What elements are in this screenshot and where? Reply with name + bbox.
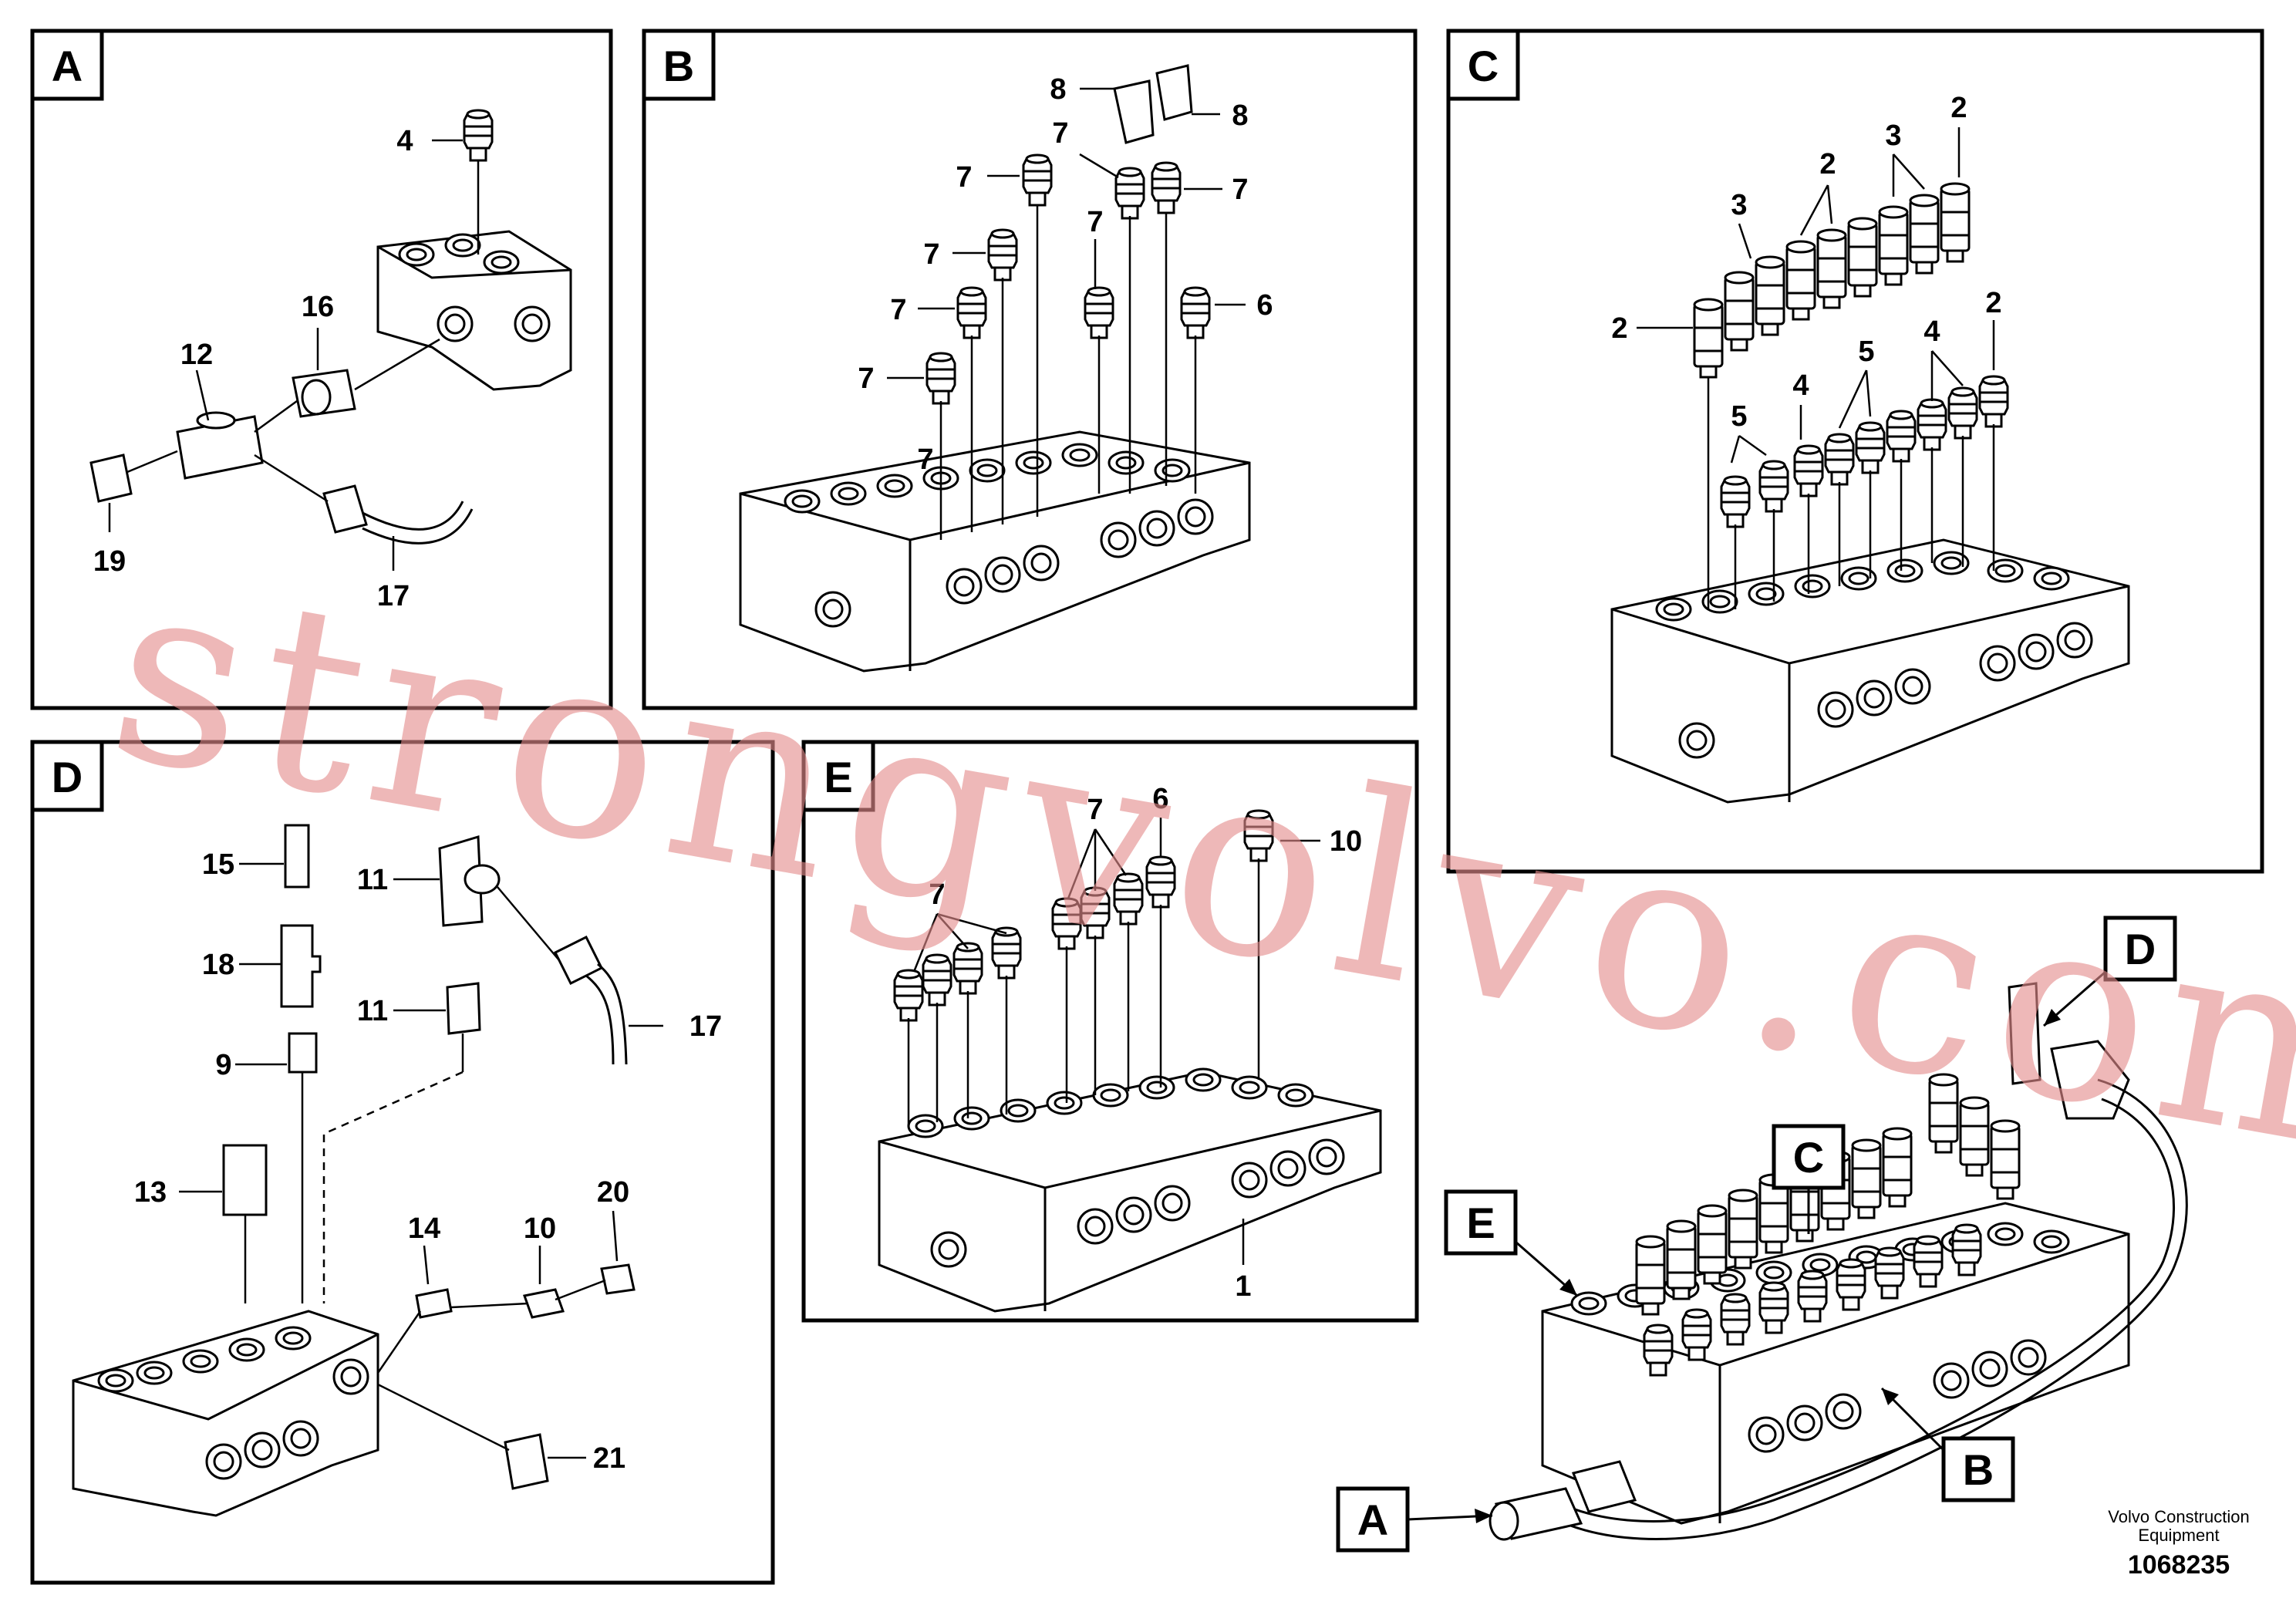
part-label: 19 (93, 545, 126, 578)
part-label: 7 (858, 363, 874, 395)
part-label: 17 (377, 580, 410, 612)
part-label: 2 (1819, 148, 1836, 180)
footer: Volvo Construction Equipment 1068235 (2108, 1507, 2249, 1580)
callout-letter-e: E (1466, 1199, 1495, 1247)
part-label: 21 (593, 1442, 625, 1475)
callout-b: B (1880, 1387, 2015, 1502)
part-label: 7 (1087, 206, 1103, 238)
part-label: 17 (689, 1010, 722, 1043)
part-label: 2 (1985, 287, 2001, 319)
panel-d: D (30, 740, 775, 1585)
part-label: 7 (923, 238, 939, 271)
part-label: 4 (1792, 369, 1809, 402)
part-label: 7 (1052, 117, 1068, 150)
callout-d: D (2043, 916, 2177, 1027)
callout-a: A (1336, 1486, 1493, 1553)
part-label: 9 (215, 1049, 231, 1081)
company-line-2: Equipment (2138, 1526, 2219, 1545)
part-label: 14 (408, 1212, 440, 1245)
callout-letter-b: B (1963, 1445, 1994, 1494)
panel-c-drawing (1610, 182, 2130, 804)
panel-a-drawing (89, 109, 572, 545)
panel-a-leaders (108, 139, 463, 571)
part-label: 7 (956, 161, 972, 194)
part-label: 5 (1731, 400, 1747, 433)
panel-e: E (801, 740, 1419, 1323)
panel-letter-e: E (824, 753, 852, 801)
panel-e-drawing (878, 809, 1382, 1313)
part-label: 6 (1152, 783, 1168, 815)
part-label: 10 (1330, 825, 1362, 858)
panel-c: C (1446, 29, 2264, 874)
part-label: 12 (180, 339, 213, 371)
part-label: 15 (202, 848, 234, 881)
part-label: 3 (1885, 120, 1901, 152)
panel-a: A (30, 29, 613, 710)
panel-d-leaders (179, 862, 663, 1459)
drawing-number: 1068235 (2128, 1550, 2230, 1580)
part-label: 10 (524, 1212, 556, 1245)
callout-c: C (1772, 1124, 1846, 1234)
part-label: 3 (1731, 189, 1747, 221)
part-label: 13 (134, 1176, 167, 1209)
panel-letter-a: A (52, 42, 83, 90)
company-line-1: Volvo Construction (2108, 1507, 2249, 1526)
assembly-drawing (1489, 982, 2188, 1541)
panel-c-leaders (1637, 127, 1995, 464)
panel-c-labels: 2 3 2 3 2 2 4 5 4 5 4 (1611, 92, 2001, 433)
panel-e-labels: 7 6 10 7 1 (929, 783, 1362, 1303)
panel-d-labels: 15 11 18 11 9 17 13 14 10 20 21 (134, 848, 722, 1475)
panel-b: B (642, 29, 1418, 710)
panel-b-drawing (739, 64, 1251, 673)
callout-letter-c: C (1793, 1133, 1824, 1182)
part-label: 6 (1256, 289, 1273, 322)
part-label: 16 (302, 291, 334, 323)
part-label: 7 (1232, 174, 1248, 206)
part-label: 7 (1087, 794, 1103, 826)
panel-a-labels: 4 16 12 19 17 (93, 125, 413, 612)
panel-letter-b: B (663, 42, 694, 90)
panel-letter-c: C (1468, 42, 1499, 90)
part-label: 2 (1611, 312, 1627, 345)
part-label: 7 (890, 294, 906, 326)
part-label: 4 (1923, 315, 1940, 348)
part-label: 11 (357, 864, 388, 896)
panel-e-leaders (912, 818, 1320, 1265)
part-label: 4 (396, 125, 413, 157)
part-label: 18 (202, 949, 234, 981)
assembly-callouts: A B C D E (1336, 916, 2177, 1553)
callout-e: E (1444, 1189, 1578, 1297)
panel-d-drawing (72, 824, 636, 1517)
part-label: 8 (1050, 73, 1066, 106)
part-label: 7 (917, 443, 933, 476)
panel-b-labels: 8 8 7 7 7 7 7 7 7 7 6 (858, 73, 1273, 476)
part-label: 11 (357, 995, 388, 1027)
panel-b-leaders (887, 87, 1246, 379)
panel-letter-d: D (52, 753, 83, 801)
part-label: 5 (1858, 336, 1874, 368)
part-label: 20 (597, 1176, 629, 1209)
part-label: 7 (929, 878, 945, 911)
part-label: 2 (1950, 92, 1967, 124)
callout-letter-a: A (1357, 1496, 1388, 1544)
part-label: 8 (1232, 99, 1248, 132)
part-label: 1 (1235, 1270, 1251, 1303)
callout-letter-d: D (2125, 925, 2156, 973)
